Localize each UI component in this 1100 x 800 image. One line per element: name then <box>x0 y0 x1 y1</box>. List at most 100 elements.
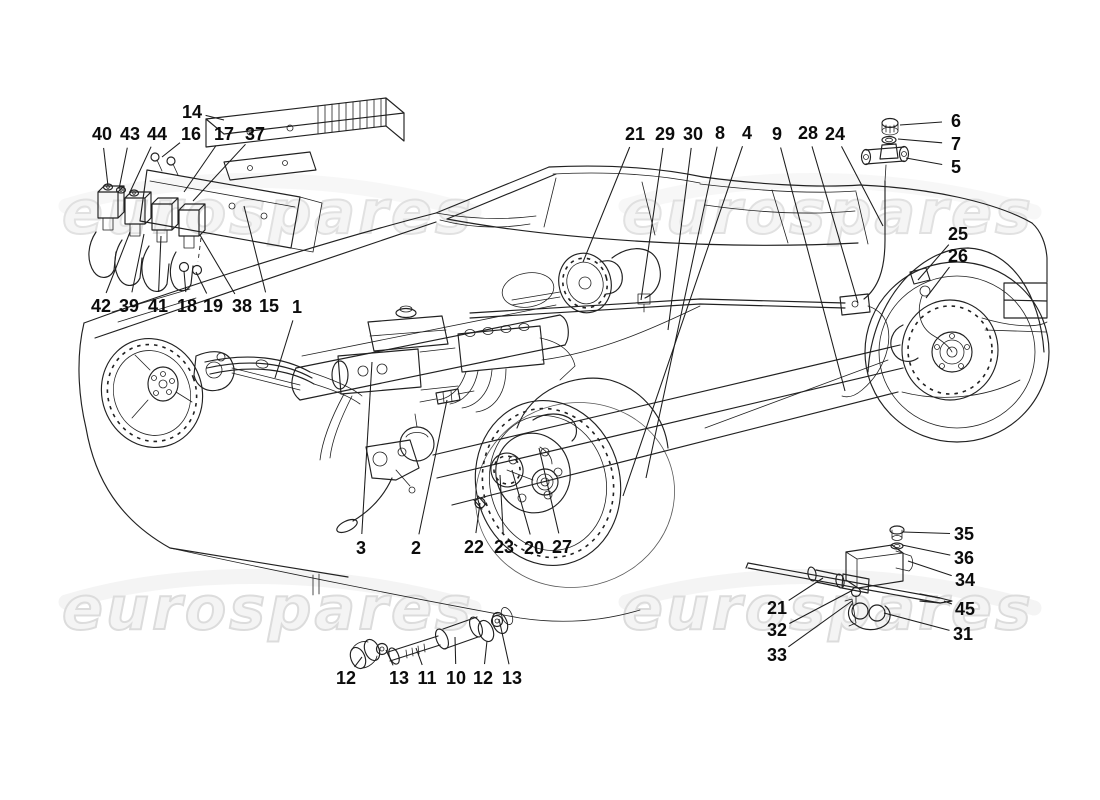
leader-line <box>354 656 363 668</box>
leader-line <box>899 121 943 126</box>
callout-1: 1 <box>274 297 302 379</box>
leader-line <box>361 361 373 535</box>
leader-line <box>883 612 950 631</box>
part-number-label: 18 <box>177 296 197 316</box>
leader-line <box>483 640 488 665</box>
part-number-label: 40 <box>92 124 112 144</box>
leader-line <box>538 447 560 534</box>
part-number-label: 43 <box>120 124 140 144</box>
part-number-label: 42 <box>91 296 111 316</box>
callout-21: 21 <box>767 577 824 618</box>
relay-1 <box>97 185 125 231</box>
leader-line <box>199 234 236 295</box>
callout-35: 35 <box>902 524 974 544</box>
callout-40: 40 <box>92 124 112 187</box>
part-number-label: 16 <box>181 124 201 144</box>
watermark-swoosh <box>618 172 1042 220</box>
callout-25: 25 <box>917 224 968 281</box>
leader-line <box>385 649 394 666</box>
callout-4: 4 <box>622 123 752 497</box>
leader-line <box>897 138 943 144</box>
leader-line <box>788 600 853 648</box>
callout-36: 36 <box>901 544 974 568</box>
part-number-label: 20 <box>524 538 544 558</box>
part-number-label: 2 <box>411 538 421 558</box>
part-number-label: 33 <box>767 645 787 665</box>
leader-line <box>788 577 824 601</box>
leader-line <box>243 205 267 293</box>
leader-line <box>622 146 743 497</box>
hydraulic-unit <box>319 305 701 534</box>
callout-42: 42 <box>91 231 131 316</box>
callout-7: 7 <box>897 134 961 154</box>
leader-line <box>645 146 718 479</box>
leader-line <box>905 157 943 166</box>
part-number-label: 14 <box>182 102 202 122</box>
callout-31: 31 <box>883 612 973 644</box>
relay-3 <box>151 197 179 243</box>
leader-line <box>105 231 131 294</box>
leader-line <box>418 399 448 535</box>
callout-15: 15 <box>243 205 279 316</box>
part-number-label: 4 <box>742 123 752 143</box>
leader-line <box>667 147 692 331</box>
callout-43: 43 <box>118 124 140 190</box>
tone-ring <box>490 452 524 488</box>
chassis-frame <box>291 304 569 401</box>
part-number-label: 45 <box>955 599 975 619</box>
watermark-swoosh <box>58 568 482 616</box>
callout-32: 32 <box>767 589 854 640</box>
part-number-label: 30 <box>683 124 703 144</box>
callout-44: 44 <box>129 124 167 193</box>
part-number-label: 12 <box>473 668 493 688</box>
callout-34: 34 <box>907 560 975 590</box>
part-number-label: 1 <box>292 297 302 317</box>
part-number-label: 7 <box>951 134 961 154</box>
callout-29: 29 <box>640 124 675 301</box>
leader-line <box>183 270 187 293</box>
leader-line <box>158 235 162 293</box>
inner-brake-disc <box>501 248 661 314</box>
callout-3: 3 <box>356 361 373 558</box>
leader-line <box>475 502 481 534</box>
part-number-label: 9 <box>772 124 782 144</box>
leader-line <box>103 147 109 187</box>
callout-13: 13 <box>385 649 409 688</box>
leader-line <box>917 244 950 281</box>
part-number-label: 10 <box>446 668 466 688</box>
part-number-label: 11 <box>417 668 436 688</box>
part-number-label: 41 <box>148 296 168 316</box>
leader-line <box>129 146 152 193</box>
relay-2 <box>124 191 152 237</box>
leader-line <box>205 114 225 121</box>
callout-20: 20 <box>511 469 544 558</box>
part-number-label: 6 <box>951 111 961 131</box>
leader-line <box>415 647 423 666</box>
callout-39: 39 <box>119 233 145 316</box>
part-number-label: 29 <box>655 124 675 144</box>
part-number-label: 31 <box>953 624 973 644</box>
part-number-label: 39 <box>119 296 139 316</box>
leader-line <box>131 233 145 293</box>
callout-12: 12 <box>336 656 363 688</box>
brake-sensor-assembly <box>745 525 953 631</box>
exploded-rear-hub <box>473 400 675 588</box>
part-number-label: 19 <box>203 296 223 316</box>
part-number-label: 35 <box>954 524 974 544</box>
part-number-label: 17 <box>214 124 234 144</box>
leader-line <box>499 474 504 534</box>
callout-41: 41 <box>148 235 168 316</box>
part-number-label: 23 <box>494 537 514 557</box>
part-number-label: 24 <box>825 124 845 144</box>
proportioning-valve <box>860 117 910 182</box>
leader-line <box>811 146 859 304</box>
callout-27: 27 <box>538 447 572 557</box>
relay-bracket-group <box>88 152 323 292</box>
watermark-swoosh <box>58 172 482 220</box>
callout-13: 13 <box>498 618 522 688</box>
part-number-label: 13 <box>389 668 409 688</box>
pipe-coupling <box>435 388 461 405</box>
rear-brake-pipes <box>839 180 890 398</box>
